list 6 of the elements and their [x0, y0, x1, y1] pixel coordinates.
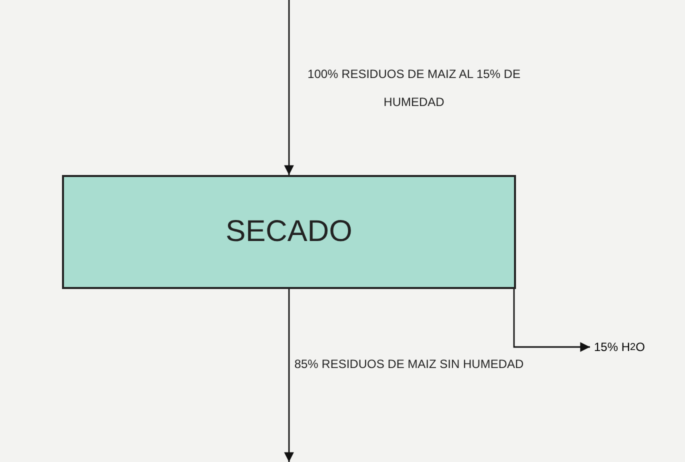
process-box: SECADO [62, 175, 516, 289]
arrow [284, 289, 294, 462]
arrow [284, 0, 294, 175]
edge-label: 100% RESIDUOS DE MAIZ AL 15% DE HUMEDAD [306, 66, 522, 111]
edge-label: 85% RESIDUOS DE MAIZ SIN HUMEDAD [294, 356, 524, 373]
arrow [513, 289, 590, 352]
